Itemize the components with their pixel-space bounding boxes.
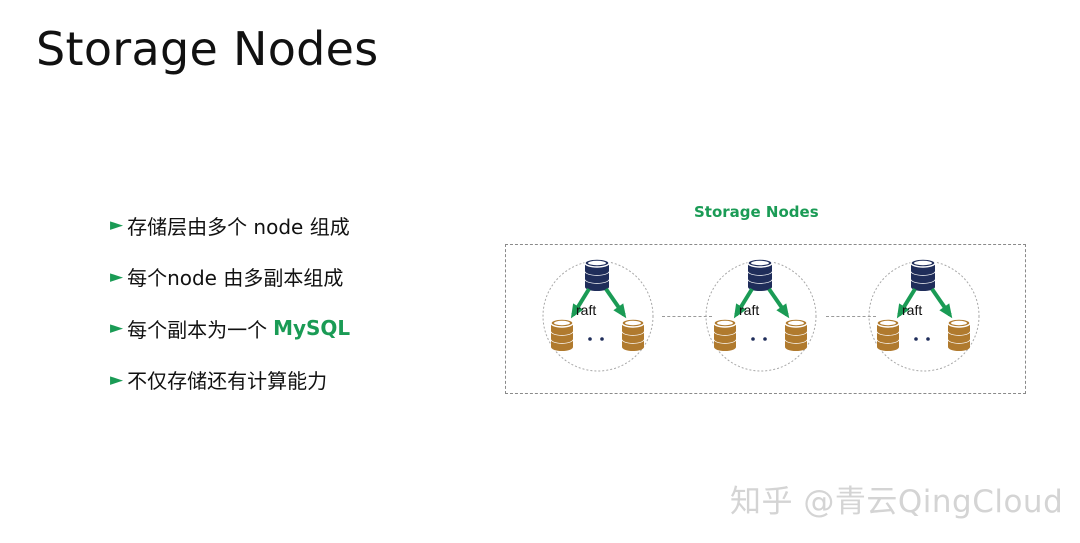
raft-label: raft (739, 302, 760, 318)
raft-label: raft (902, 302, 923, 318)
bullet-item: ► 每个副本为一个 MySQL (110, 313, 350, 343)
triangle-bullet-icon: ► (110, 215, 124, 235)
page-title: Storage Nodes (36, 22, 379, 76)
storage-node-graphic (868, 258, 980, 372)
bullet-item: ► 每个node 由多副本组成 (110, 262, 350, 292)
replica-database-icon (621, 318, 645, 351)
node-circle (705, 260, 817, 372)
bullet-item: ► 存储层由多个 node 组成 (110, 210, 350, 240)
arrow-icon (604, 287, 627, 319)
bullet-text: 每个副本为一个 (127, 317, 268, 342)
bullet-text: 每个node 由多副本组成 (127, 266, 344, 290)
arrow-icon (930, 287, 953, 319)
watermark: 知乎 @青云QingCloud (730, 484, 1064, 520)
storage-node: raft (866, 255, 982, 375)
storage-node: raft (540, 255, 656, 375)
ellipsis-dots (914, 337, 930, 341)
replica-database-icon (713, 318, 737, 351)
storage-node-graphic (705, 258, 817, 372)
storage-nodes-box (505, 244, 1026, 394)
bullet-item: ► 不仅存储还有计算能力 (110, 365, 350, 395)
arrow-icon (896, 287, 917, 319)
triangle-bullet-icon: ► (110, 318, 124, 338)
ellipsis-dots (751, 337, 767, 341)
storage-node: raft (703, 255, 819, 375)
bullet-text: 不仅存储还有计算能力 (127, 369, 328, 393)
bullet-highlight: MySQL (273, 316, 351, 340)
arrow-icon (570, 287, 591, 319)
diagram-title: Storage Nodes (694, 203, 819, 221)
triangle-bullet-icon: ► (110, 369, 124, 390)
primary-database-icon (910, 258, 936, 291)
arrow-icon (733, 287, 754, 319)
bullet-text: 存储层由多个 node 组成 (127, 214, 350, 239)
node-circle (542, 260, 654, 372)
ellipsis-dots (588, 337, 604, 341)
node-link (662, 316, 712, 317)
primary-database-icon (747, 258, 773, 291)
node-link (826, 316, 876, 317)
replica-database-icon (876, 318, 900, 351)
storage-node-graphic (542, 258, 654, 372)
triangle-bullet-icon: ► (110, 266, 124, 287)
arrow-icon (767, 287, 790, 319)
replica-database-icon (550, 318, 574, 351)
bullet-list: ► 存储层由多个 node 组成 ► 每个node 由多副本组成 ► 每个副本为… (110, 210, 350, 416)
replica-database-icon (784, 318, 808, 351)
replica-database-icon (947, 318, 971, 351)
raft-label: raft (576, 302, 597, 318)
primary-database-icon (584, 258, 610, 291)
node-circle (868, 260, 980, 372)
